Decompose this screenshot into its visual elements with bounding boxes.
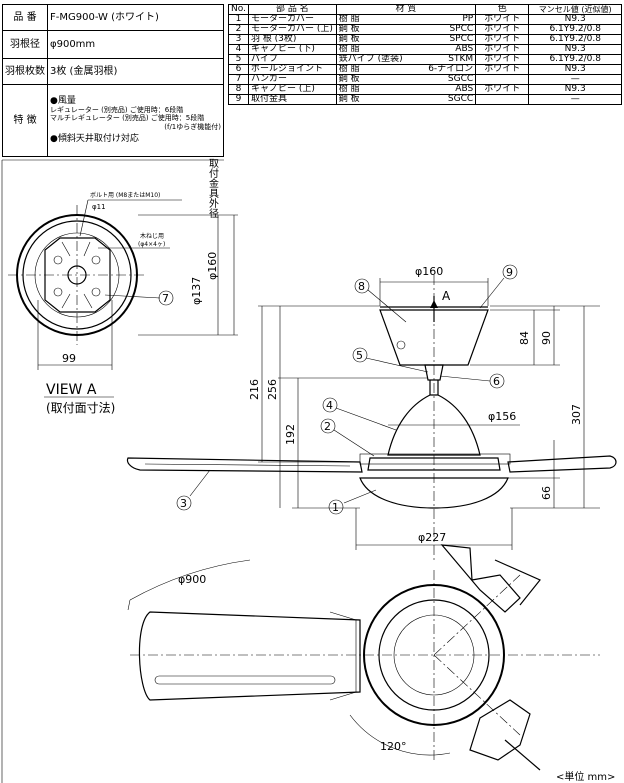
dim-d227: φ227 <box>418 531 446 544</box>
feature-line: マルチレギュレーター (別売品) ご使用時：5段階 <box>50 114 205 123</box>
dim-d307: 307 <box>570 404 583 425</box>
dim-d160-top: φ160 <box>415 265 443 278</box>
bracket-od-label: 取付金具外径 <box>207 158 219 218</box>
callout-3: 3 <box>180 497 187 510</box>
feature-line: (f/1ゆらぎ機能付) <box>164 122 221 131</box>
dim-d216: 216 <box>248 379 261 400</box>
spec-table: 品 番 F-MG900-W (ホワイト) 羽根径 φ900mm 羽根枚数 3枚 … <box>2 4 224 157</box>
bolt-dia: φ11 <box>92 203 106 211</box>
part-munsell: — <box>528 94 622 105</box>
callout-4: 4 <box>326 399 333 412</box>
bolt-note: ボルト用 (M8またはM10) <box>90 191 160 199</box>
dim-d84: 84 <box>518 331 531 345</box>
callout-2: 2 <box>324 420 331 433</box>
fan-side-view <box>126 275 617 560</box>
part-color <box>475 94 530 105</box>
dim-d66: 66 <box>540 486 553 500</box>
spec-label: 羽根枚数 <box>2 58 48 85</box>
unit-note: <単位 mm> <box>556 770 615 783</box>
spec-feature-cell: ●風量 レギュレーター (別売品) ご使用時：6段階 マルチレギュレーター (別… <box>47 84 224 157</box>
spec-label: 品 番 <box>2 4 48 31</box>
callout-8: 8 <box>358 280 365 293</box>
dim-d156: φ156 <box>488 410 516 423</box>
callout-5: 5 <box>356 349 363 362</box>
spec-label: 特 徴 <box>2 84 48 157</box>
dim-d900: φ900 <box>178 573 206 586</box>
view-title: VIEW A <box>46 382 97 398</box>
dim-d160-left: φ160 <box>206 252 219 280</box>
arrow-a: A <box>442 289 451 303</box>
dim-d192: 192 <box>284 424 297 445</box>
dim-d99: 99 <box>62 352 76 365</box>
fan-plan-view: φ900 120° <box>127 544 600 771</box>
dim-a120: 120° <box>380 740 407 753</box>
callout-6: 6 <box>493 375 500 388</box>
view-subtitle: (取付面寸法) <box>46 401 115 415</box>
dim-d90: 90 <box>540 331 553 345</box>
dim-d256: 256 <box>266 379 279 400</box>
part-material: 鋼 板 <box>335 94 405 105</box>
screw-note: (φ4×4ヶ) <box>138 241 165 248</box>
view-a-bracket <box>8 205 146 345</box>
feature-line: レギュレーター (別売品) ご使用時：6段階 <box>50 106 184 115</box>
callout-1: 1 <box>332 501 339 514</box>
callout-9: 9 <box>506 266 513 279</box>
callout-7: 7 <box>162 292 169 305</box>
spec-value: 3枚 (金属羽根) <box>47 58 224 85</box>
dim-d137: φ137 <box>190 277 203 305</box>
feature-line: ●風量 <box>50 96 76 107</box>
screw-note: 木ねじ用 <box>140 232 164 240</box>
part-no: 9 <box>228 94 249 105</box>
feature-line: ●傾斜天井取付け対応 <box>50 133 139 144</box>
